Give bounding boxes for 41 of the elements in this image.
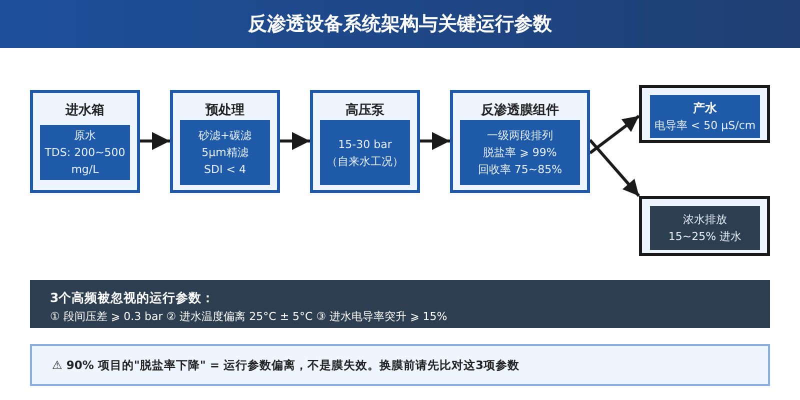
- stage-heading: 高压泵: [344, 102, 386, 119]
- note-heading: 3个高频被忽视的运行参数：: [50, 290, 216, 307]
- stage-box: [30, 90, 140, 193]
- note-panel: [30, 280, 770, 328]
- outlet-box: [639, 196, 770, 256]
- spec-text: SDI < 4: [204, 162, 246, 178]
- spec-text: 脱盐率 ⩾ 99%: [483, 145, 557, 161]
- stage-box: [310, 90, 420, 193]
- spec-text: 5μm精滤: [202, 145, 248, 161]
- spec-box: [320, 120, 410, 185]
- spec-text: 电导率 < 50 μS/cm: [654, 118, 756, 134]
- arrow: [280, 132, 310, 150]
- spec-box: [40, 125, 130, 180]
- page-title: 反渗透设备系统架构与关键运行参数: [248, 12, 552, 37]
- spec-text: 15~25% 进水: [668, 229, 742, 245]
- spec-text: （自来水工况）: [326, 154, 404, 170]
- note-text: ① 段间压差 ⩾ 0.3 bar ② 进水温度偏离 25°C ± 5°C ③ 进水电导率突升 ⩾ 15%: [50, 309, 448, 324]
- spec-text: 15-30 bar: [338, 136, 392, 152]
- warning-text: ⚠ 90% 项目的"脱盐率下降" = 运行参数偏离，不是膜失效。换膜前请先比对这3项参数: [52, 358, 520, 372]
- stage-box: [170, 90, 280, 193]
- spec-text: 一级两段排列: [487, 128, 553, 144]
- stage-heading: 预处理: [204, 102, 246, 119]
- stage-box: [450, 90, 590, 193]
- spec-text: 砂滤+碳滤: [198, 128, 252, 144]
- spec-box: [650, 95, 760, 138]
- arrow: [589, 114, 640, 154]
- stage-heading: 反渗透膜组件: [480, 102, 560, 119]
- outlet-heading: 产水: [693, 100, 717, 116]
- spec-text: 回收率 75~85%: [478, 162, 562, 178]
- arrow: [588, 139, 640, 197]
- arrow: [140, 132, 170, 150]
- spec-text: 原水: [74, 128, 96, 144]
- spec-text: 浓水排放: [683, 212, 727, 228]
- arrow: [420, 132, 450, 150]
- spec-text: TDS: 200~500 mg/L: [44, 145, 126, 178]
- outlet-box: [639, 85, 770, 143]
- stage-heading: 进水箱: [64, 102, 106, 119]
- spec-box: [650, 206, 760, 250]
- spec-box: [180, 120, 270, 185]
- warning-box: [30, 344, 770, 386]
- spec-box: [460, 120, 580, 185]
